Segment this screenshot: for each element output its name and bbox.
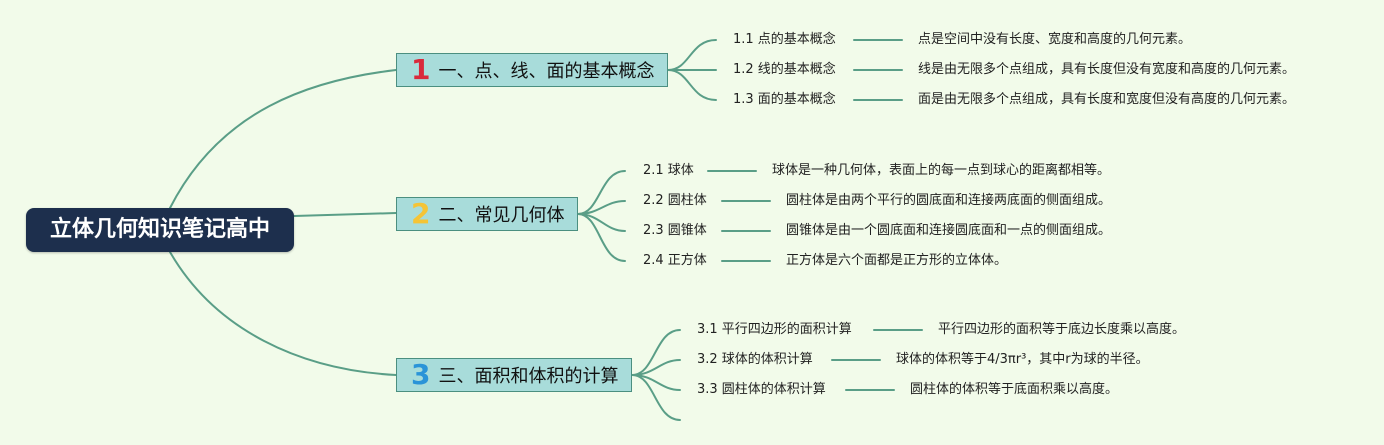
item-3-3-desc[interactable]: 圆柱体的体积等于底面积乘以高度。: [910, 382, 1119, 397]
item-3-2-label[interactable]: 3.2 球体的体积计算: [697, 352, 813, 367]
root-to-branch-1: [169, 69, 397, 209]
branch-1-topic[interactable]: 1 一、点、线、面的基本概念: [396, 53, 668, 87]
branch-3-fan-4: [631, 374, 681, 421]
branch-1-fan-1: [667, 39, 717, 71]
item-2-1-label[interactable]: 2.1 球体: [643, 163, 694, 178]
item-2-4-label[interactable]: 2.4 正方体: [643, 253, 707, 268]
item-2-1-desc[interactable]: 球体是一种几何体，表面上的每一点到球心的距离都相等。: [772, 163, 1111, 178]
item-3-3-label[interactable]: 3.3 圆柱体的体积计算: [697, 382, 826, 397]
branch-2-title: 二、常见几何体: [438, 205, 565, 226]
item-2-3-label[interactable]: 2.3 圆锥体: [643, 223, 707, 238]
number-3-icon: 3: [411, 358, 431, 391]
branch-1-fan-3: [667, 69, 717, 101]
item-1-1-label[interactable]: 1.1 点的基本概念: [733, 32, 836, 47]
item-2-3-desc[interactable]: 圆锥体是由一个圆底面和连接圆底面和一点的侧面组成。: [786, 223, 1112, 238]
item-1-2-label[interactable]: 1.2 线的基本概念: [733, 62, 836, 77]
branch-3-topic[interactable]: 3 三、面积和体积的计算: [396, 358, 632, 392]
item-2-2-desc[interactable]: 圆柱体是由两个平行的圆底面和连接两底面的侧面组成。: [786, 193, 1112, 208]
item-1-3-label[interactable]: 1.3 面的基本概念: [733, 92, 836, 107]
item-3-1-label[interactable]: 3.1 平行四边形的面积计算: [697, 322, 852, 337]
item-2-4-desc[interactable]: 正方体是六个面都是正方形的立体体。: [786, 253, 1008, 268]
item-1-2-desc[interactable]: 线是由无限多个点组成，具有长度但没有宽度和高度的几何元素。: [918, 62, 1296, 77]
number-1-icon: 1: [411, 53, 431, 86]
item-3-2-desc[interactable]: 球体的体积等于4/3πr³，其中r为球的半径。: [896, 352, 1149, 367]
branch-2-fan-4: [577, 213, 626, 262]
branch-2-topic[interactable]: 2 二、常见几何体: [396, 197, 578, 231]
root-to-branch-2: [293, 212, 397, 217]
item-1-3-desc[interactable]: 面是由无限多个点组成，具有长度和宽度但没有高度的几何元素。: [918, 92, 1296, 107]
branch-3-title: 三、面积和体积的计算: [438, 366, 619, 387]
branch-1-title: 一、点、线、面的基本概念: [438, 61, 655, 82]
item-1-1-desc[interactable]: 点是空间中没有长度、宽度和高度的几何元素。: [918, 32, 1192, 47]
item-2-2-label[interactable]: 2.2 圆柱体: [643, 193, 707, 208]
root-to-branch-3: [169, 251, 397, 376]
root-topic[interactable]: 立体几何知识笔记高中: [26, 208, 294, 252]
item-3-1-desc[interactable]: 平行四边形的面积等于底边长度乘以高度。: [938, 322, 1186, 337]
number-2-icon: 2: [411, 197, 431, 230]
